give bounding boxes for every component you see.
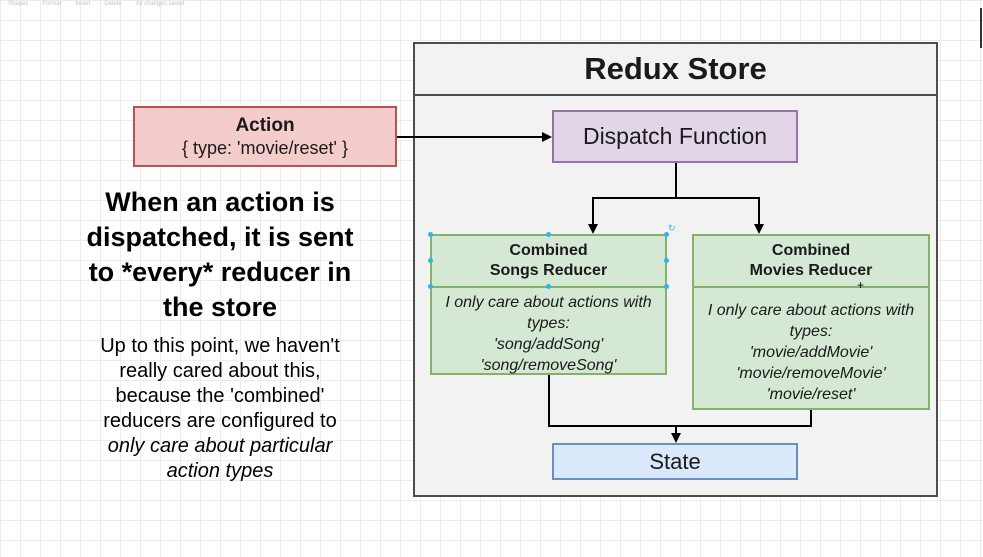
description-text: Up to this point, we haven't really care… xyxy=(60,334,380,484)
movies-reducer-text: I only care about actions with xyxy=(707,302,915,319)
songs-reducer-title-line1: Combined xyxy=(509,242,588,259)
headline-line: the store xyxy=(162,292,278,322)
action-box[interactable]: Action { type: 'movie/reset' } xyxy=(133,106,397,167)
songs-reducer-box[interactable]: Combined Songs Reducer I only care about… xyxy=(430,234,667,375)
toolbar: Shapes Format Insert Delete All changes … xyxy=(0,0,184,10)
movies-reducer-header: Combined Movies Reducer xyxy=(694,236,928,288)
movies-reducer-title-line2: Movies Reducer xyxy=(749,262,873,279)
songs-reducer-body: I only care about actions with types: 's… xyxy=(432,292,665,376)
movies-reducer-text: types: xyxy=(789,323,833,340)
toolbar-status: All changes saved xyxy=(135,1,185,7)
selection-handle[interactable] xyxy=(664,258,669,263)
dispatch-function-box[interactable]: Dispatch Function xyxy=(552,110,798,163)
movies-reducer-title-line1: Combined xyxy=(771,242,851,259)
state-box[interactable]: State xyxy=(552,443,798,480)
description-line-italic: only care about particular xyxy=(107,435,333,457)
toolbar-insert[interactable]: Insert xyxy=(75,1,91,7)
headline-line: When an action is xyxy=(105,187,335,217)
songs-reducer-text: I only care about actions with xyxy=(445,294,652,311)
songs-reducer-text: types: xyxy=(527,315,570,332)
toolbar-format[interactable]: Format xyxy=(42,1,62,7)
movies-reducer-box[interactable]: Combined Movies Reducer I only care abou… xyxy=(692,234,930,410)
description-line: because the 'combined' xyxy=(115,385,325,407)
movies-reducer-text: 'movie/addMovie' xyxy=(749,344,873,361)
movies-reducer-text: 'movie/reset' xyxy=(766,386,856,403)
crosshair-cursor-icon: + xyxy=(857,278,865,292)
selection-handle[interactable] xyxy=(664,284,669,289)
action-payload: { type: 'movie/reset' } xyxy=(182,137,348,158)
state-label: State xyxy=(649,448,701,474)
toolbar-delete[interactable]: Delete xyxy=(104,1,122,7)
songs-reducer-text: 'song/removeSong' xyxy=(480,357,617,374)
description-line: really cared about this, xyxy=(119,360,321,382)
description-line: reducers are configured to xyxy=(103,410,337,432)
movies-reducer-text: 'movie/removeMovie' xyxy=(736,365,886,382)
store-title-bar: Redux Store xyxy=(415,44,936,96)
selection-handle[interactable] xyxy=(428,284,433,289)
songs-reducer-text: 'song/addSong' xyxy=(493,336,604,353)
description-line-italic: action types xyxy=(166,460,274,482)
action-title: Action xyxy=(235,114,295,136)
selection-handle[interactable] xyxy=(546,284,551,289)
songs-reducer-title-line2: Songs Reducer xyxy=(489,262,608,279)
songs-reducer-header: Combined Songs Reducer xyxy=(432,236,665,288)
headline-line: to *every* reducer in xyxy=(88,257,352,287)
description-line: Up to this point, we haven't xyxy=(100,335,340,357)
selection-handle[interactable] xyxy=(428,232,433,237)
headline-line: dispatched, it is sent xyxy=(86,222,354,252)
selection-handle[interactable] xyxy=(546,232,551,237)
toolbar-shapes[interactable]: Shapes xyxy=(8,1,29,7)
selection-handle[interactable] xyxy=(428,258,433,263)
headline-text: When an action is dispatched, it is sent… xyxy=(60,185,380,325)
movies-reducer-body: I only care about actions with types: 'm… xyxy=(694,300,928,405)
store-title: Redux Store xyxy=(584,51,767,86)
window-edge xyxy=(980,8,983,48)
selection-handle[interactable] xyxy=(664,232,669,237)
rotate-handle-icon[interactable]: ↻ xyxy=(668,223,676,233)
dispatch-label: Dispatch Function xyxy=(582,123,768,149)
